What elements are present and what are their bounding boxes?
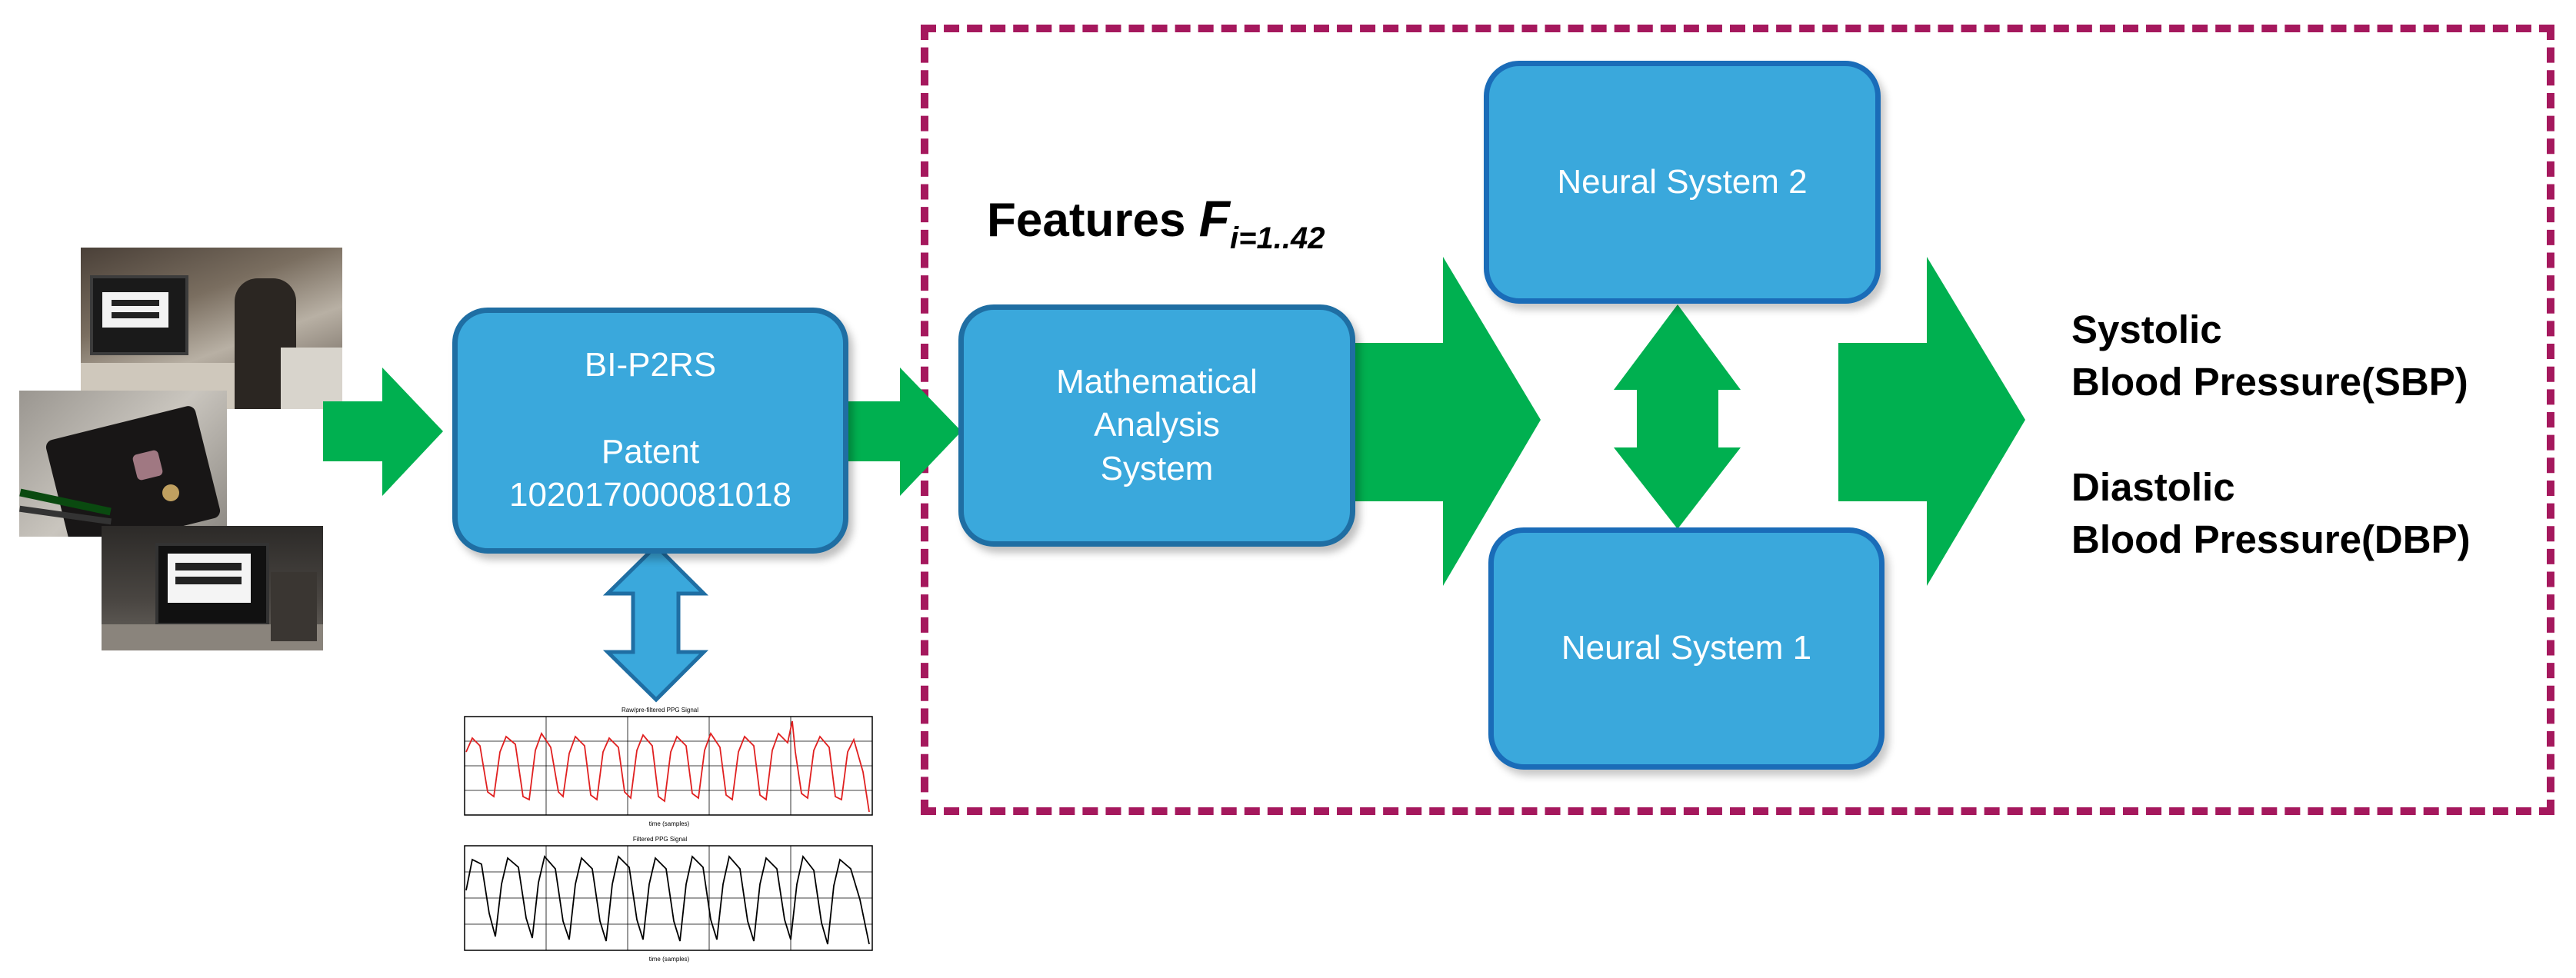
signal-plots: Raw/pre-filtered PPG Signal time (sample… xyxy=(464,707,873,963)
neural-system-2-label: Neural System 2 xyxy=(1557,162,1808,201)
features-subscript: i=1..42 xyxy=(1230,221,1325,255)
mathematical-analysis-label: Mathematical Analysis System xyxy=(1056,363,1258,487)
bi-p2rs-label: BI-P2RS Patent 102017000081018 xyxy=(508,346,792,514)
filtered-ppg-xlabel: time (samples) xyxy=(649,956,690,963)
neural-to-output-arrow xyxy=(1838,257,2025,586)
neural-system-1-box: Neural System 1 xyxy=(1488,527,1885,770)
filtered-ppg-title: Filtered PPG Signal xyxy=(633,836,687,843)
filtered-ppg-signal-plot: Filtered PPG Signal time (samples) xyxy=(464,836,873,963)
math-to-neural-arrow xyxy=(1352,257,1541,586)
signal-bidirectional-arrow xyxy=(602,543,709,703)
systolic-output-label: Systolic Blood Pressure(SBP) xyxy=(2071,308,2468,404)
sensor-device-photo xyxy=(19,391,227,537)
lab-setup-photo xyxy=(81,248,342,409)
raw-ppg-signal-plot: Raw/pre-filtered PPG Signal time (sample… xyxy=(464,707,873,827)
raw-ppg-xlabel: time (samples) xyxy=(649,820,690,827)
monitor-photo xyxy=(102,526,323,650)
neural-system-2-box: Neural System 2 xyxy=(1484,61,1881,304)
neural-system-1-label: Neural System 1 xyxy=(1561,629,1812,667)
raw-ppg-title: Raw/pre-filtered PPG Signal xyxy=(622,707,698,714)
diastolic-output-label: Diastolic Blood Pressure(DBP) xyxy=(2071,465,2471,561)
mathematical-analysis-box: Mathematical Analysis System xyxy=(958,304,1355,547)
features-text: Features xyxy=(987,194,1199,247)
features-symbol: F xyxy=(1198,190,1230,247)
bi-p2rs-box: BI-P2RS Patent 102017000081018 xyxy=(452,308,848,554)
bip2rs-to-math-arrow xyxy=(845,368,961,496)
input-arrow xyxy=(323,368,443,496)
features-label: Features Fi=1..42 xyxy=(987,189,1325,256)
neural-bidirectional-arrow xyxy=(1614,304,1741,529)
